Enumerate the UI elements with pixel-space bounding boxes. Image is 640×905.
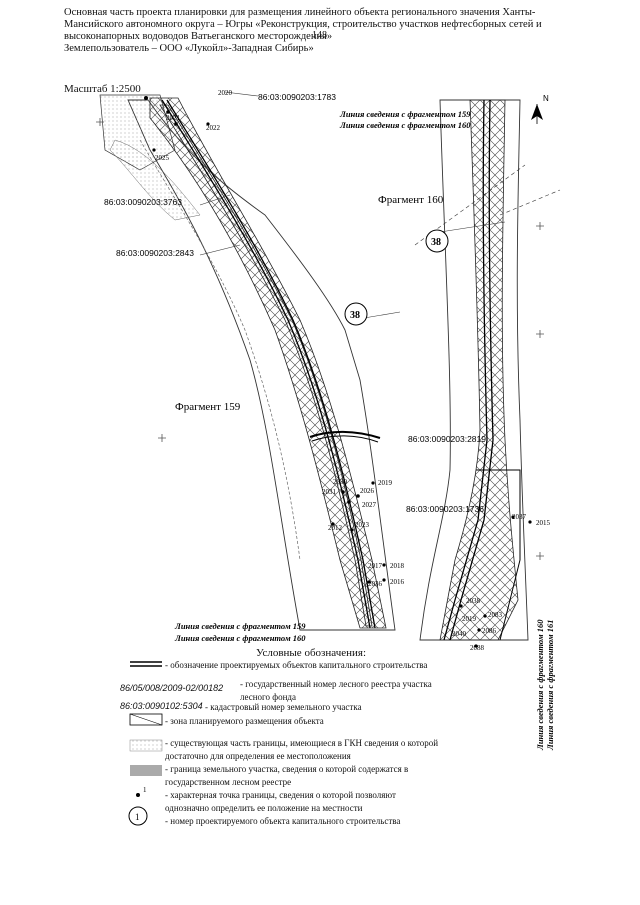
point-label: 2038 (466, 597, 481, 605)
fragment-159-boundary (127, 99, 396, 631)
cadastral-2819: 86:03:0090203:2819 (408, 434, 486, 444)
left-corridor-zone (149, 97, 387, 629)
legend-title: Условные обозначения: (256, 647, 367, 659)
point-label: 2037 (512, 513, 527, 521)
object-number-right: 38 (431, 237, 441, 248)
projected-object-lines-right (443, 99, 494, 641)
legend-cadastral-code: 86:03:0090102:5304 (120, 701, 203, 711)
dotted-gkn-area (109, 139, 201, 221)
point-label: 2026 (360, 487, 375, 495)
object-number-left: 38 (350, 310, 360, 321)
point-label: 2023 (355, 521, 370, 529)
legend-text: - кадастровый номер земельного участка (205, 702, 362, 712)
cadastral-1783: 86:03:0090203:1783 (258, 92, 336, 102)
fragment-160-label: Фрагмент 160 (378, 194, 444, 206)
point-label: 2027 (362, 501, 377, 509)
legend-text: - обозначение проектируемых объектов кап… (165, 660, 428, 670)
fragment-159-label: Фрагмент 159 (175, 401, 241, 413)
point-label: 2017 (368, 562, 383, 570)
point-label: 2086 (482, 627, 497, 635)
legend-text: - граница земельного участка, сведения о… (165, 764, 409, 787)
point-label: 2022 (206, 124, 221, 132)
document-header: Основная часть проекта планировки для ра… (64, 7, 574, 55)
left-existing-boundary (159, 104, 373, 627)
legend-text: - существующая часть границы, имеющиеся … (165, 738, 439, 761)
point-label: 2030 (333, 478, 348, 486)
point-label: 2019 (378, 479, 393, 487)
point-label: 2016 (390, 578, 405, 586)
join-line-bottom-160: Линия сведения с фрагментом 160 (174, 633, 306, 643)
point-label: 2020 (218, 89, 233, 97)
header-line-1: Основная часть проекта планировки для ра… (64, 7, 536, 18)
legend-symbols (128, 661, 163, 826)
join-line-side-161: Линия сведения с фрагментом 161 (545, 619, 555, 751)
cadastral-3763: 86:03:0090203:3763 (104, 197, 182, 207)
point-label: 2040 (452, 630, 467, 638)
point-label: 2015 (536, 519, 551, 527)
legend-forest-register-code: 86/05/008/2009-02/00182 (120, 683, 224, 693)
legend-text: - номер проектируемого объекта капитальн… (165, 816, 401, 826)
join-line-top-159: Линия сведения с фрагментом 159 (339, 109, 471, 119)
page-number: 148 (312, 30, 327, 41)
cadastral-1736: 86:03:0090203:1736 (406, 504, 484, 514)
crossing-feature (309, 430, 381, 439)
legend-circle-number: 1 (135, 812, 140, 822)
join-line-bottom-159: Линия сведения с фрагментом 159 (174, 621, 306, 631)
north-label: N (543, 94, 549, 103)
header-line-2: Мансийского автономного округа – Югры «Р… (64, 19, 542, 30)
header-line-3: высоконапорных водоводов Ватьеганского м… (64, 31, 333, 42)
point-label: 2012 (328, 524, 343, 532)
point-label: 2025 (155, 154, 170, 162)
north-arrow-icon (531, 104, 543, 124)
point-label: 2088 (470, 644, 485, 652)
scale-label: Масштаб 1:2500 (64, 83, 141, 95)
join-line-side-160: Линия сведения с фрагментом 160 (535, 619, 545, 751)
legend-text: - характерная точка границы, сведения о … (165, 790, 396, 813)
point-label: 2019 (462, 615, 477, 623)
cadastral-2843: 86:03:0090203:2843 (116, 248, 194, 258)
object-number-circle-right (425, 229, 449, 253)
legend-text: - зона планируемого размещения объекта (165, 716, 324, 726)
header-line-4: Землепользователь – ООО «Лукойл»-Западна… (64, 43, 314, 54)
join-line-top-160: Линия сведения с фрагментом 160 (339, 120, 471, 130)
grid-crosses (96, 118, 544, 560)
point-label: 2021 (166, 114, 181, 122)
point-label: 2031 (322, 488, 337, 496)
object-number-circle-left (344, 302, 368, 326)
right-corridor-zone (439, 99, 519, 641)
point-label: 2036 (368, 580, 383, 588)
legend-text: - государственный номер лесного реестра … (240, 679, 432, 702)
point-label: 2083 (488, 611, 503, 619)
boundary-points (144, 96, 532, 648)
legend-point-number: 1 (143, 786, 147, 794)
point-label: 2018 (390, 562, 405, 570)
